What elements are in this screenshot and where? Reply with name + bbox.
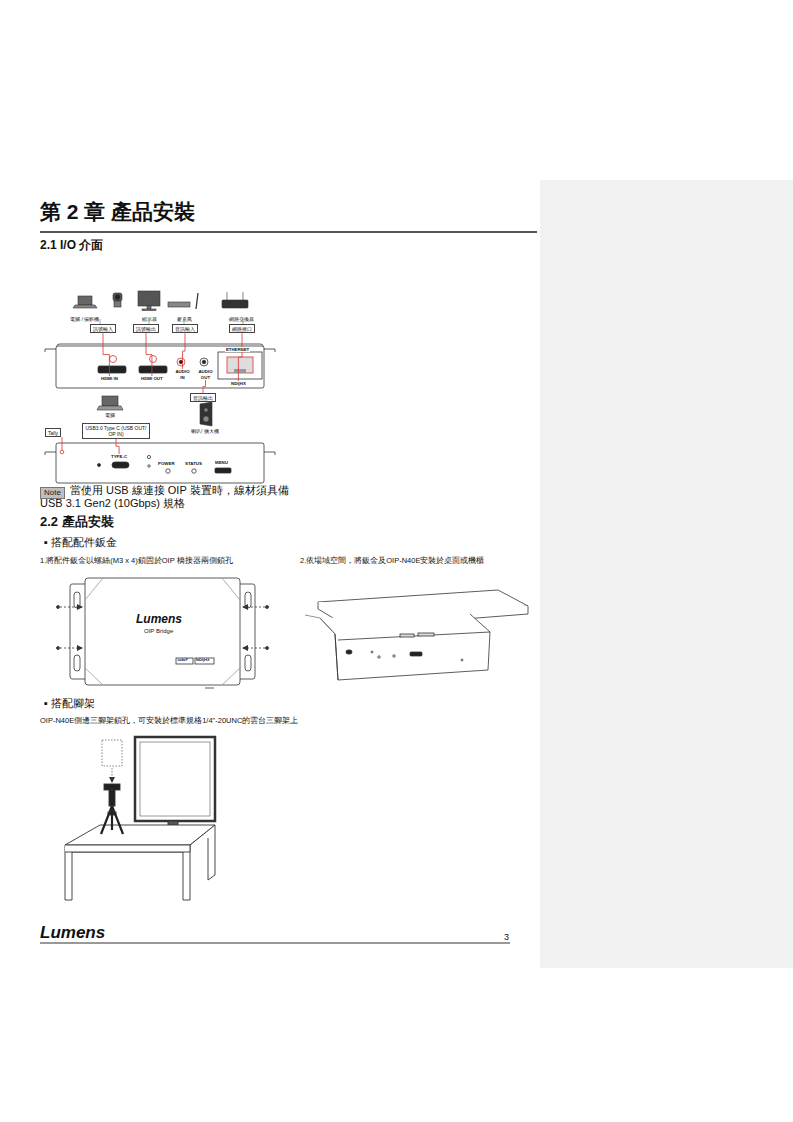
port-label: AUDIO OUT <box>197 369 214 380</box>
section-heading: 2.1 I/O 介面 <box>40 238 103 252</box>
port-label: HDMI IN <box>100 376 119 382</box>
node-text: NDI|HX <box>231 381 246 387</box>
port-label: AUDIO IN <box>174 369 191 380</box>
device-badge: 1080P <box>177 658 188 663</box>
usb-box: USB3.0 Type C (USB OUT/ OP IN) <box>82 423 150 439</box>
node-text: 訊號輸出 <box>136 326 156 332</box>
front-panel <box>45 344 275 388</box>
step-text: OIP-N40E側邊三腳架鎖孔，可安裝於標準規格1/4"-20UNC的雲台三腳架… <box>40 716 298 725</box>
node-text: 音訊輸出 <box>193 395 213 401</box>
device-brand: Lumens <box>136 612 182 626</box>
note-text: 當使用 USB 線連接 OIP 裝置時，線材須具備 USB 3.1 Gen2 (… <box>40 484 290 510</box>
node-text: AUDIO IN <box>175 369 190 380</box>
footer-rule <box>40 943 510 944</box>
shelf-mount-drawing <box>305 590 528 680</box>
device-caption: 電腦 <box>105 412 115 418</box>
bracket-mount-drawing <box>57 578 269 688</box>
device-model: OIP Bridge <box>144 628 173 635</box>
port-label: HDMI OUT <box>140 376 164 382</box>
comment-panel <box>540 180 793 968</box>
port-name: ETHERNET <box>225 347 250 352</box>
node-text: 音訊輸入 <box>175 326 195 332</box>
top-devices <box>73 291 248 311</box>
node-text: 訊號輸入 <box>93 326 113 332</box>
node-text: TYPE-C <box>111 454 127 460</box>
note-badge: Note <box>40 487 65 499</box>
node-text: USB3.0 Type C (USB OUT/ OP IN) <box>85 425 147 438</box>
bullet-heading: ▪ 搭配腳架 <box>44 697 95 710</box>
device-caption: 喇叭/ 擴大機 <box>191 428 219 434</box>
signal-line <box>146 333 152 376</box>
step-text: 1.將配件鈑金以螺絲(M3 x 4)鎖固於OIP 橋接器兩側鎖孔 <box>40 556 233 565</box>
node-text: Tally <box>48 430 58 436</box>
signal-box: 訊號輸出 <box>133 324 159 333</box>
device-badge: NDI|HX <box>196 658 210 663</box>
indicator-name: POWER <box>158 461 175 466</box>
button-name: MENU <box>215 460 228 465</box>
signal-box: 音訊輸入 <box>172 324 198 333</box>
device-caption: 網路交換器 <box>229 316 254 322</box>
signal-line <box>238 333 242 381</box>
step-text: 2.依場域空間，將鈑金及OIP-N40E安裝於桌面或機櫃 <box>300 556 484 565</box>
device-caption: 電腦 / 攝影機 <box>70 316 99 322</box>
signal-box: 網路接口 <box>229 324 255 333</box>
footer-brand: Lumens <box>40 923 105 943</box>
node-text: 網路接口 <box>232 326 252 332</box>
back-panel <box>45 437 275 483</box>
title-rule <box>40 231 537 233</box>
signal-line <box>203 380 206 393</box>
page-number: 3 <box>504 932 509 943</box>
bullet-heading: ▪ 搭配配件鈑金 <box>44 536 117 549</box>
node-text: HDMI OUT <box>141 376 163 382</box>
node-text: AUDIO OUT <box>198 369 213 380</box>
device-caption: 顯示器 <box>142 316 157 322</box>
signal-line <box>183 333 186 369</box>
indicator-name: STATUS <box>185 461 202 466</box>
port-label: NDI|HX <box>230 381 247 387</box>
signal-box: 音訊輸出 <box>190 393 216 402</box>
chapter-title: 第 2 章 產品安裝 <box>40 199 195 224</box>
signal-line <box>103 333 109 376</box>
signal-line <box>116 439 119 455</box>
section-heading: 2.2 產品安裝 <box>40 514 114 530</box>
tripod-scene <box>65 737 215 900</box>
port-label: TYPE-C <box>110 454 128 460</box>
node-text: HDMI IN <box>101 376 118 382</box>
tally-box: Tally <box>45 428 61 437</box>
device-caption: 麥克風 <box>177 316 192 322</box>
signal-box: 訊號輸入 <box>90 324 116 333</box>
